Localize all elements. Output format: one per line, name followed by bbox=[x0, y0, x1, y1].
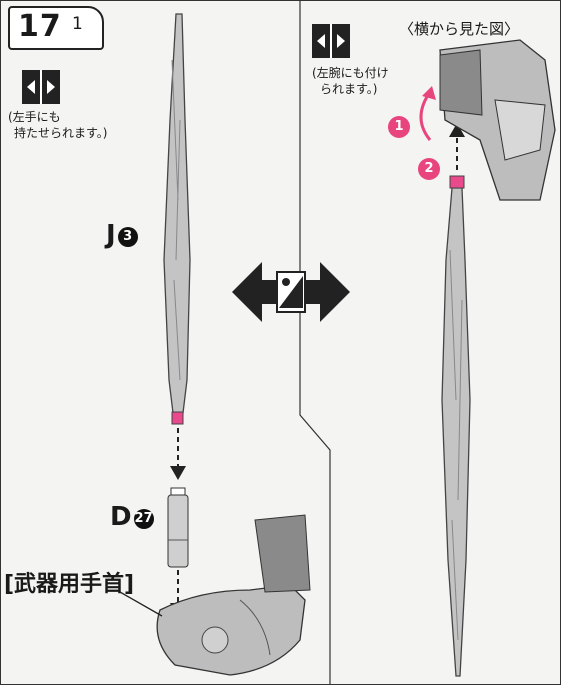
step-sub-number: 1 bbox=[72, 14, 83, 34]
step-badge-2: 2 bbox=[418, 158, 440, 180]
right-note-2: られます。) bbox=[320, 82, 378, 96]
connector-peg bbox=[167, 487, 189, 568]
fur-weapon-right bbox=[441, 175, 471, 677]
alternate-view-double-arrow-icon bbox=[232, 262, 350, 322]
wrist-label: [武器用手首] bbox=[4, 572, 135, 597]
swap-arrows-icon bbox=[312, 24, 350, 58]
insert-arrow-left bbox=[170, 428, 186, 480]
weapon-hand bbox=[156, 514, 311, 676]
side-view-title: 〈横から見た図〉 bbox=[399, 20, 520, 38]
fur-weapon-left bbox=[163, 13, 191, 425]
panel-divider bbox=[299, 0, 331, 685]
step-number-box: 17 1 bbox=[8, 6, 104, 50]
arm-side-view bbox=[439, 39, 556, 201]
insert-arrow-right bbox=[449, 123, 465, 170]
step-number: 17 bbox=[18, 9, 62, 44]
swap-arrows-icon bbox=[22, 70, 60, 104]
wrist-leader-line bbox=[119, 591, 163, 617]
left-note-1: (左手にも bbox=[8, 110, 61, 124]
right-note-1: (左腕にも付け bbox=[312, 66, 389, 80]
left-note-2: 持たせられます。) bbox=[14, 126, 108, 140]
step-badge-1: 1 bbox=[388, 116, 410, 138]
rotate-arrow bbox=[419, 91, 432, 141]
